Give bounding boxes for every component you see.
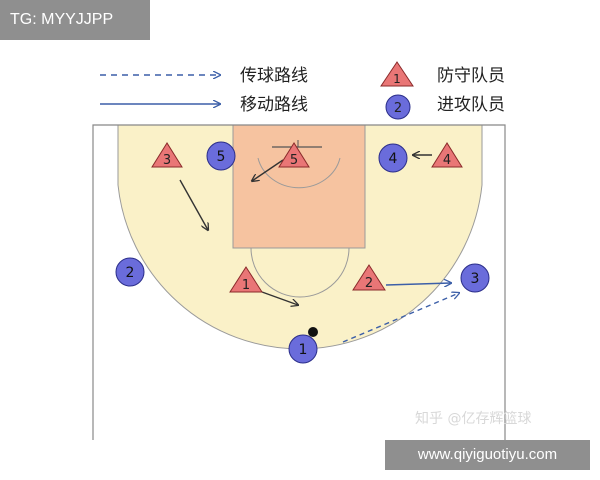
legend-attacker-label: 进攻队员 <box>437 95 505 115</box>
court-outline <box>92 124 506 440</box>
defender-number: 1 <box>242 278 250 293</box>
defender-number: 3 <box>163 153 171 168</box>
restricted-arc <box>257 157 341 189</box>
attacker-circle-icon <box>115 257 145 287</box>
defender-triangle-icon <box>278 142 310 168</box>
defender-triangle-icon <box>229 266 263 293</box>
attacker-2: 2 <box>115 257 145 287</box>
legend-defender-triangle-icon <box>380 61 414 87</box>
defender-2: 2 <box>352 264 386 291</box>
attacker-1: 1 <box>288 327 318 364</box>
ball-icon <box>308 327 318 337</box>
attacker-circle-icon <box>460 263 490 293</box>
attacker-number: 3 <box>471 271 480 287</box>
defender-number: 5 <box>290 153 298 168</box>
attacker-circle-icon <box>378 143 408 173</box>
legend-defender-label: 防守队员 <box>437 66 505 86</box>
defender-number: 4 <box>443 153 451 168</box>
legend-attacker-number: 2 <box>394 101 402 116</box>
defenders: 3 5 4 1 2 <box>151 142 463 293</box>
paint-area <box>232 124 366 249</box>
move-arrow-defender-3 <box>179 179 208 230</box>
top-banner: TG: MYYJJPP <box>0 0 150 40</box>
movement-arrows <box>179 155 451 305</box>
attacker-4: 4 <box>378 143 408 173</box>
legend-attacker-circle-icon <box>385 94 411 120</box>
bottom-banner: www.qiyiguotiyu.com <box>385 440 590 470</box>
free-throw-arc <box>250 247 350 298</box>
defender-4: 4 <box>431 142 463 168</box>
defender-triangle-icon <box>431 142 463 168</box>
pass-arrow <box>342 293 459 343</box>
move-arrow-defender-2 <box>385 283 451 285</box>
legend: 传球路线 移动路线 1 防守队员 2 进攻队员 <box>100 61 505 120</box>
defender-number: 2 <box>365 276 373 291</box>
attacker-number: 5 <box>217 149 226 165</box>
attacker-number: 2 <box>126 265 135 281</box>
defender-1: 1 <box>229 266 263 293</box>
attacker-circle-icon <box>288 334 318 364</box>
defender-triangle-icon <box>352 264 386 291</box>
legend-pass-label: 传球路线 <box>240 66 308 86</box>
move-arrow-defender-5 <box>252 159 284 181</box>
move-arrow-defender-1 <box>261 291 298 305</box>
attacker-circle-icon <box>206 141 236 171</box>
defender-3: 3 <box>151 142 183 168</box>
attacker-3: 3 <box>460 263 490 293</box>
defender-5: 5 <box>278 142 310 168</box>
legend-move-label: 移动路线 <box>240 95 308 115</box>
legend-defender-number: 1 <box>393 72 401 86</box>
attacker-number: 1 <box>299 342 308 358</box>
watermark: 知乎 @亿存辉篮球 <box>415 410 531 427</box>
court <box>92 124 506 440</box>
attacker-5: 5 <box>206 141 236 171</box>
defender-triangle-icon <box>151 142 183 168</box>
attacker-number: 4 <box>389 151 398 167</box>
attackers: 5 4 2 3 1 <box>115 141 490 364</box>
